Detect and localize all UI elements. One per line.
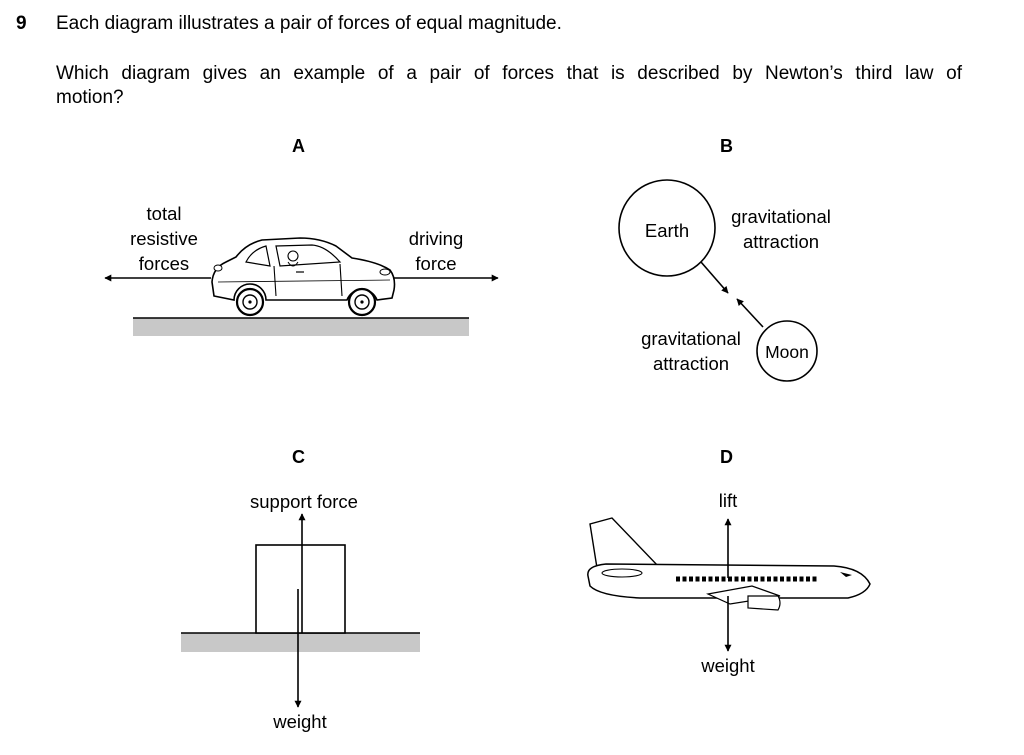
force-on-moon-arrow [700, 261, 729, 294]
diagram-c-letter: C [292, 447, 305, 467]
question-stem: Which diagram gives an example of a pair… [56, 62, 962, 110]
driving-force-label-line-2: force [415, 253, 457, 274]
lower-attraction-label-line-2: attraction [652, 353, 730, 374]
driving-force-label-line-1: driving [408, 228, 464, 249]
lower-attraction-label: gravitational attraction [630, 326, 752, 376]
upper-attraction-label-line-2: attraction [742, 231, 820, 252]
aeroplane-icon [587, 517, 871, 611]
diagram-b-figure [618, 179, 818, 382]
question-stem-line-1: Which diagram gives an example of a pair… [56, 63, 962, 84]
diagram-a-letter: A [292, 136, 305, 156]
resistive-force-label-line-3: forces [138, 253, 190, 274]
resistive-force-label: total resistive forces [114, 201, 214, 276]
moon-label: Moon [765, 342, 809, 362]
diagram-c-figure [181, 513, 420, 708]
diagram-d-figure [587, 517, 871, 652]
earth-circle [618, 179, 716, 277]
moon-circle [756, 320, 818, 382]
resistive-force-label-line-1: total [146, 203, 182, 224]
driving-force-label: driving force [396, 226, 476, 276]
lift-label: lift [718, 490, 738, 511]
block [255, 544, 346, 634]
lower-attraction-label-line-1: gravitational [641, 328, 741, 349]
weight-label-d: weight [701, 655, 755, 676]
ground [181, 633, 420, 652]
resistive-force-label-line-2: resistive [130, 228, 198, 249]
force-on-earth-arrow [736, 298, 764, 328]
car-icon [211, 237, 396, 317]
question-stem-line-2: motion? [56, 87, 124, 108]
road-ground [133, 318, 469, 336]
question-number: 9 [16, 13, 27, 34]
support-force-label: support force [250, 491, 358, 512]
diagram-d-letter: D [720, 447, 733, 467]
weight-label-c: weight [273, 711, 327, 732]
diagram-b-letter: B [720, 136, 733, 156]
upper-attraction-label-line-1: gravitational [731, 206, 831, 227]
earth-label: Earth [644, 220, 690, 241]
question-intro: Each diagram illustrates a pair of force… [56, 13, 562, 34]
diagram-a-figure [104, 237, 499, 336]
upper-attraction-label: gravitational attraction [720, 204, 842, 254]
